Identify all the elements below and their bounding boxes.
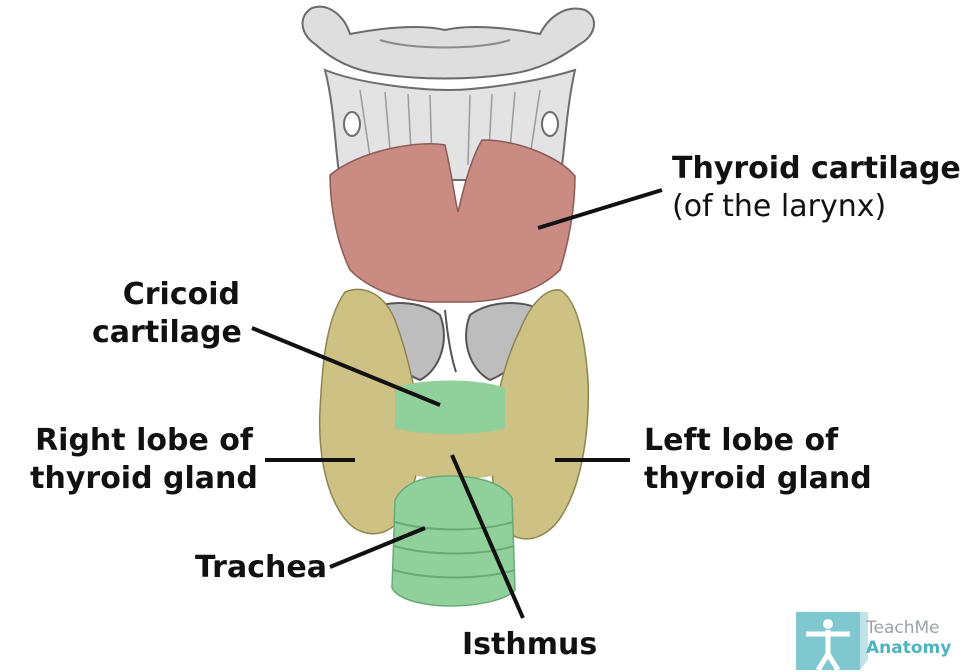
leader-isthmus [450, 454, 525, 619]
teachme-anatomy-logo-text: TeachMe Anatomy [866, 618, 951, 658]
membrane-foramen-right [541, 111, 559, 137]
label-right-lobe: Right lobe of thyroid gland [26, 422, 262, 498]
label-left-lobe-line1: Left lobe of [644, 423, 839, 458]
leader-lines [251, 188, 663, 619]
label-right-lobe-line2: thyroid gland [30, 461, 258, 496]
label-right-lobe-line1: Right lobe of [35, 423, 253, 458]
leader-thyroid-cartilage [537, 188, 663, 230]
trachea-shape [391, 475, 516, 607]
label-cricoid-line1: Cricoid [122, 277, 240, 312]
cricoid-cartilage-shape [395, 380, 505, 434]
label-thyroid-cartilage: Thyroid cartilage (of the larynx) [672, 150, 961, 226]
hyoid-body-detail [379, 39, 511, 49]
leader-trachea [329, 526, 426, 569]
teachme-anatomy-logo-icon [796, 612, 868, 672]
membrane-foramen-left [343, 111, 361, 137]
label-cricoid-cartilage: Cricoid cartilage [92, 276, 242, 352]
label-trachea: Trachea [195, 550, 327, 585]
label-cricoid-line2: cartilage [92, 315, 242, 350]
logo-line2: Anatomy [866, 638, 952, 658]
leader-cricoid [251, 326, 441, 407]
thyroid-cartilage-shape [329, 139, 576, 303]
hyoid-bone [301, 5, 595, 80]
median-ligament [444, 309, 457, 373]
label-isthmus: Isthmus [462, 627, 598, 662]
logo-line1: TeachMe [866, 618, 940, 638]
label-left-lobe-line2: thyroid gland [644, 461, 872, 496]
label-left-lobe: Left lobe of thyroid gland [644, 422, 872, 498]
label-thyroid-cartilage-sub: (of the larynx) [672, 189, 887, 224]
label-thyroid-cartilage-title: Thyroid cartilage [672, 151, 961, 186]
